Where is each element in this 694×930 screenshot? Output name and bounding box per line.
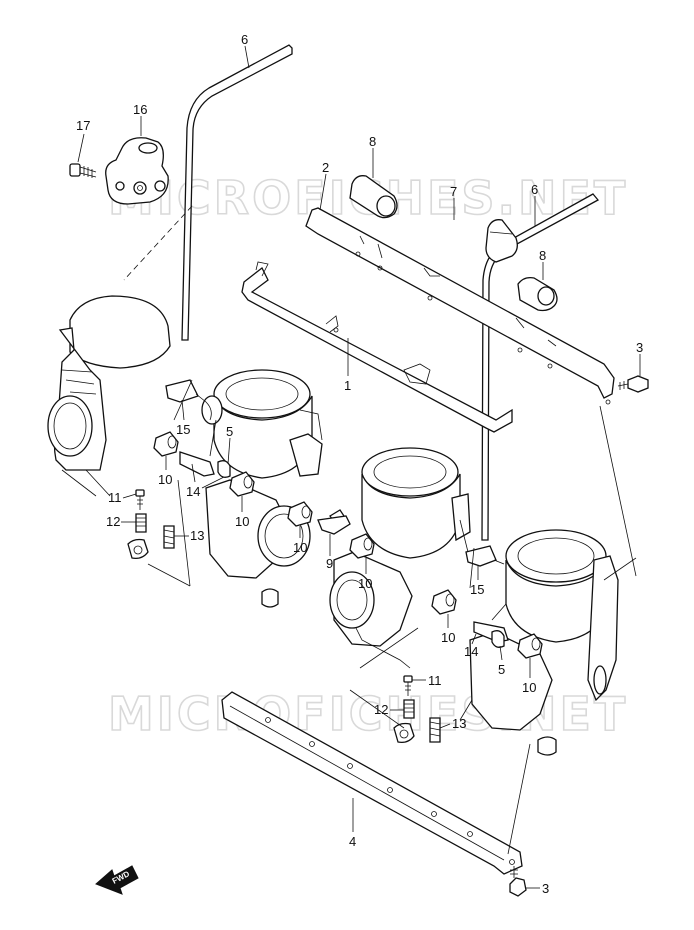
callout-13-right: 13 [452, 716, 466, 731]
fuel-joint-10a [153, 431, 179, 457]
callout-17: 17 [76, 118, 90, 133]
adjuster-screw-left [127, 489, 175, 560]
cap-8-lower [517, 276, 558, 312]
bolt-3-upper [617, 375, 649, 393]
bolt-3-lower [509, 866, 527, 897]
fuel-joint-10c [287, 501, 313, 527]
carburetor-1 [47, 295, 171, 497]
fuel-joint-10b [229, 471, 255, 497]
callout-labels: 6 16 17 8 2 7 6 8 3 1 15 5 10 14 11 12 1… [76, 32, 643, 896]
tee-joint-9 [317, 515, 351, 535]
callout-11-right: 11 [428, 673, 442, 688]
carburetor-4 [459, 529, 637, 756]
cap-8-upper [349, 175, 398, 219]
carburetor-3 [329, 447, 471, 669]
callout-4: 4 [349, 834, 356, 849]
callout-15-right: 15 [470, 582, 484, 597]
leader-lines [77, 45, 641, 889]
callout-3-lower: 3 [542, 881, 549, 896]
callout-2: 2 [322, 160, 329, 175]
forward-direction-badge: FWD [95, 865, 139, 895]
fuel-joint-10e [431, 589, 457, 615]
callout-10-f: 10 [522, 680, 536, 695]
callout-10-d: 10 [358, 576, 372, 591]
throttle-sensor [105, 137, 169, 205]
upper-bracket [241, 261, 513, 433]
vent-joint-15b [465, 545, 497, 567]
fuel-joint-10f [517, 633, 543, 659]
callout-14-left: 14 [186, 484, 200, 499]
carburetor-2 [201, 369, 323, 608]
callout-16: 16 [133, 102, 147, 117]
callout-10-b: 10 [235, 514, 249, 529]
hose-joint-14a [179, 451, 215, 477]
clip-5a [217, 460, 231, 478]
callout-7: 7 [450, 184, 457, 199]
callout-5-left: 5 [226, 424, 233, 439]
callout-6-left: 6 [241, 32, 248, 47]
callout-6-right: 6 [531, 182, 538, 197]
callout-12-right: 12 [374, 702, 388, 717]
fuel-joint-10d [349, 533, 375, 559]
callout-10-e: 10 [441, 630, 455, 645]
callout-8-upper: 8 [369, 134, 376, 149]
adjuster-screw-right [393, 675, 441, 744]
callout-12-left: 12 [106, 514, 120, 529]
callout-9: 9 [326, 556, 333, 571]
watermark-bottom: MICROFICHES.NET [108, 687, 628, 741]
cap-7 [485, 219, 518, 263]
callout-1: 1 [344, 378, 351, 393]
upper-right-bracket [305, 207, 615, 405]
vent-hose-left [181, 44, 293, 341]
callout-10-a: 10 [158, 472, 172, 487]
callout-15-left: 15 [176, 422, 190, 437]
sensor-screw [69, 163, 97, 178]
callout-13-left: 13 [190, 528, 204, 543]
callout-3-upper: 3 [636, 340, 643, 355]
callout-10-c: 10 [293, 540, 307, 555]
callout-5-right: 5 [498, 662, 505, 677]
callout-14-right: 14 [464, 644, 478, 659]
callout-8-lower: 8 [539, 248, 546, 263]
callout-11-left: 11 [108, 490, 122, 505]
clip-5b [491, 630, 505, 648]
vent-joint-15a [165, 379, 199, 403]
